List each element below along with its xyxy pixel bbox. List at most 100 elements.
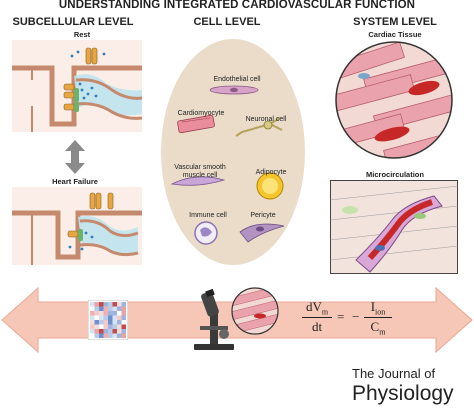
heatmap-cell [94,324,99,329]
cell-heading: CELL LEVEL [193,16,261,28]
heatmap-cell [103,302,108,307]
heatmap-cell [108,302,113,307]
heatmap-cell [117,311,122,316]
microscope-icon [194,288,234,350]
vsmc-label-line2: muscle cell [182,172,218,179]
heatmap-cell [121,306,126,311]
subcellular-heading: SUBCELLULAR LEVEL [12,16,134,28]
eq-minus: − [352,309,360,324]
heatmap-cell [94,333,99,338]
heatmap-cell [94,329,99,334]
heatmap-cell [108,306,113,311]
heart-failure-label: Heart Failure [52,177,98,186]
heatmap-cell [121,324,126,329]
system-heading: SYSTEM LEVEL [353,16,437,28]
heatmap-cell [117,333,122,338]
heatmap-cell [103,315,108,320]
heatmap-cell [108,320,113,325]
microcirculation-image [330,180,458,274]
heatmap-cell [117,315,122,320]
heatmap-cell [99,320,104,325]
heatmap-cell [99,302,104,307]
heatmap-matrix-icon [88,300,128,340]
heatmap-cell [108,311,113,316]
heatmap-cell [94,306,99,311]
heatmap-cell [90,311,95,316]
heatmap-cell [117,320,122,325]
heatmap-cell [90,333,95,338]
eq-rhs-num-text: I [370,299,376,314]
heatmap-cell [103,333,108,338]
eq-lhs-fraction-bar [302,317,332,318]
heatmap-cell [117,306,122,311]
cardiomyocyte-label: Cardiomyocyte [177,110,225,117]
vsmc-label-line1: Vascular smooth [174,164,226,171]
heatmap-cell [103,320,108,325]
heatmap-cell [117,329,122,334]
neuronal-cell-label: Neuronal cell [245,116,287,123]
double-arrow-icon [65,140,85,174]
heatmap-cell [103,329,108,334]
cardiac-tissue-image [335,41,453,159]
heatmap-cell [90,306,95,311]
heatmap-cell [99,329,104,334]
eq-lhs-num-text: dV [305,299,322,314]
cell-level-oval [161,39,305,265]
heatmap-cell [112,324,117,329]
heatmap-cell [121,311,126,316]
heatmap-cell [94,311,99,316]
heatmap-cell [117,302,122,307]
heatmap-cell [94,315,99,320]
heatmap-cell [121,329,126,334]
magnified-tissue-lens [231,287,279,335]
eq-lhs-denominator: dt [311,319,323,334]
heatmap-cell [99,311,104,316]
eq-rhs-den-sub: m [379,327,386,337]
journal-name-line1: The Journal of [352,366,436,381]
heatmap-cell [99,315,104,320]
eq-lhs-num-sub: m [321,307,329,317]
adipocyte-label: Adipocyte [255,169,287,176]
journal-name-line2: Physiology [352,382,454,405]
eq-rhs-denominator: Cm [363,320,393,340]
heatmap-cell [90,329,95,334]
heatmap-cell [90,320,95,325]
heatmap-cell [121,302,126,307]
rest-label: Rest [73,30,91,39]
heatmap-cell [99,333,104,338]
heatmap-cell [99,324,104,329]
eq-rhs-num-sub: ion [375,307,386,317]
heatmap-cell [94,320,99,325]
heatmap-cell [121,320,126,325]
heatmap-cell [112,311,117,316]
heatmap-cell [121,333,126,338]
heatmap-cell [112,320,117,325]
eq-lhs-numerator: dVm [300,300,334,320]
heart-failure-subcellular-diagram [12,187,142,265]
eq-rhs-fraction-bar [364,317,392,318]
heatmap-cell [90,324,95,329]
pericyte-label: Pericyte [250,212,276,219]
heatmap-cell [108,333,113,338]
eq-equals: = [337,309,345,324]
heatmap-cell [103,311,108,316]
heatmap-cell [99,306,104,311]
heatmap-cell [103,306,108,311]
heatmap-cell [108,324,113,329]
heatmap-cell [112,329,117,334]
heatmap-cell [90,302,95,307]
immune-cell-label: Immune cell [189,212,227,219]
cable-equation: dVm dt = − Iion Cm [300,300,400,340]
heatmap-cell [112,306,117,311]
cardiac-tissue-label: Cardiac Tissue [368,30,422,39]
microcirculation-label: Microcirculation [366,170,424,179]
figure-title: UNDERSTANDING INTEGRATED CARDIOVASCULAR … [58,0,416,11]
heatmap-cell [112,302,117,307]
eq-rhs-numerator: Iion [363,300,393,320]
heatmap-cell [108,315,113,320]
eq-rhs-den-text: C [370,319,380,334]
heatmap-cell [112,315,117,320]
heatmap-cell [108,329,113,334]
heatmap-cell [112,333,117,338]
heatmap-cell [103,324,108,329]
